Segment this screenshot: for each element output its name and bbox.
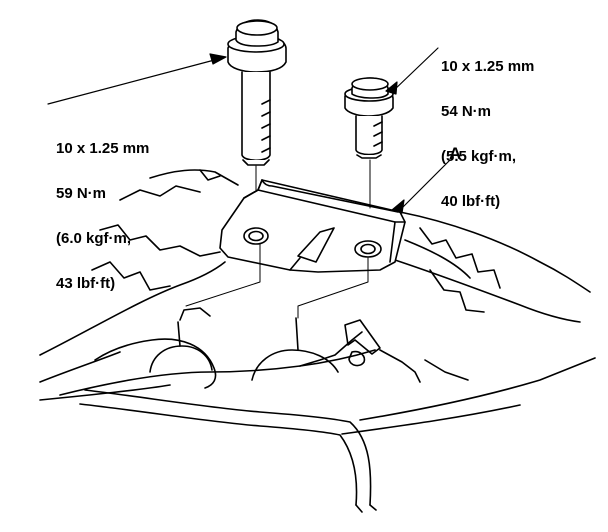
- right-bolt-size: 10 x 1.25 mm: [441, 58, 535, 75]
- callout-arrows: [47, 47, 451, 214]
- bolt-axis-lines: [255, 159, 371, 209]
- left-bolt-torque-lbf: 43 lbf·ft): [56, 275, 116, 292]
- right-bolt-torque-nm: 54 N·m: [441, 103, 492, 120]
- subframe-outline: [39, 169, 591, 401]
- bracket-a: [219, 179, 406, 273]
- left-bolt-torque-nm: 59 N·m: [56, 185, 107, 202]
- left-bolt: [227, 19, 287, 166]
- sheet-metal-edge: [79, 357, 596, 513]
- right-bolt-torque-callout: 10 x 1.25 mm 54 N·m (5.5 kgf·m, 40 lbf·f…: [441, 29, 534, 239]
- lower-arm: [59, 307, 469, 396]
- hole-leader-lines: [185, 243, 369, 319]
- right-bolt-torque-lbf: 40 lbf·ft): [441, 193, 501, 210]
- part-label-a: A: [449, 144, 462, 163]
- left-bolt-torque-callout: 10 x 1.25 mm 59 N·m (6.0 kgf·m, 43 lbf·f…: [56, 111, 149, 321]
- right-bolt: [344, 77, 394, 159]
- left-bolt-size: 10 x 1.25 mm: [56, 140, 150, 157]
- right-bolt-torque-kgf: (5.5 kgf·m,: [441, 148, 517, 165]
- left-bolt-torque-kgf: (6.0 kgf·m,: [56, 230, 132, 247]
